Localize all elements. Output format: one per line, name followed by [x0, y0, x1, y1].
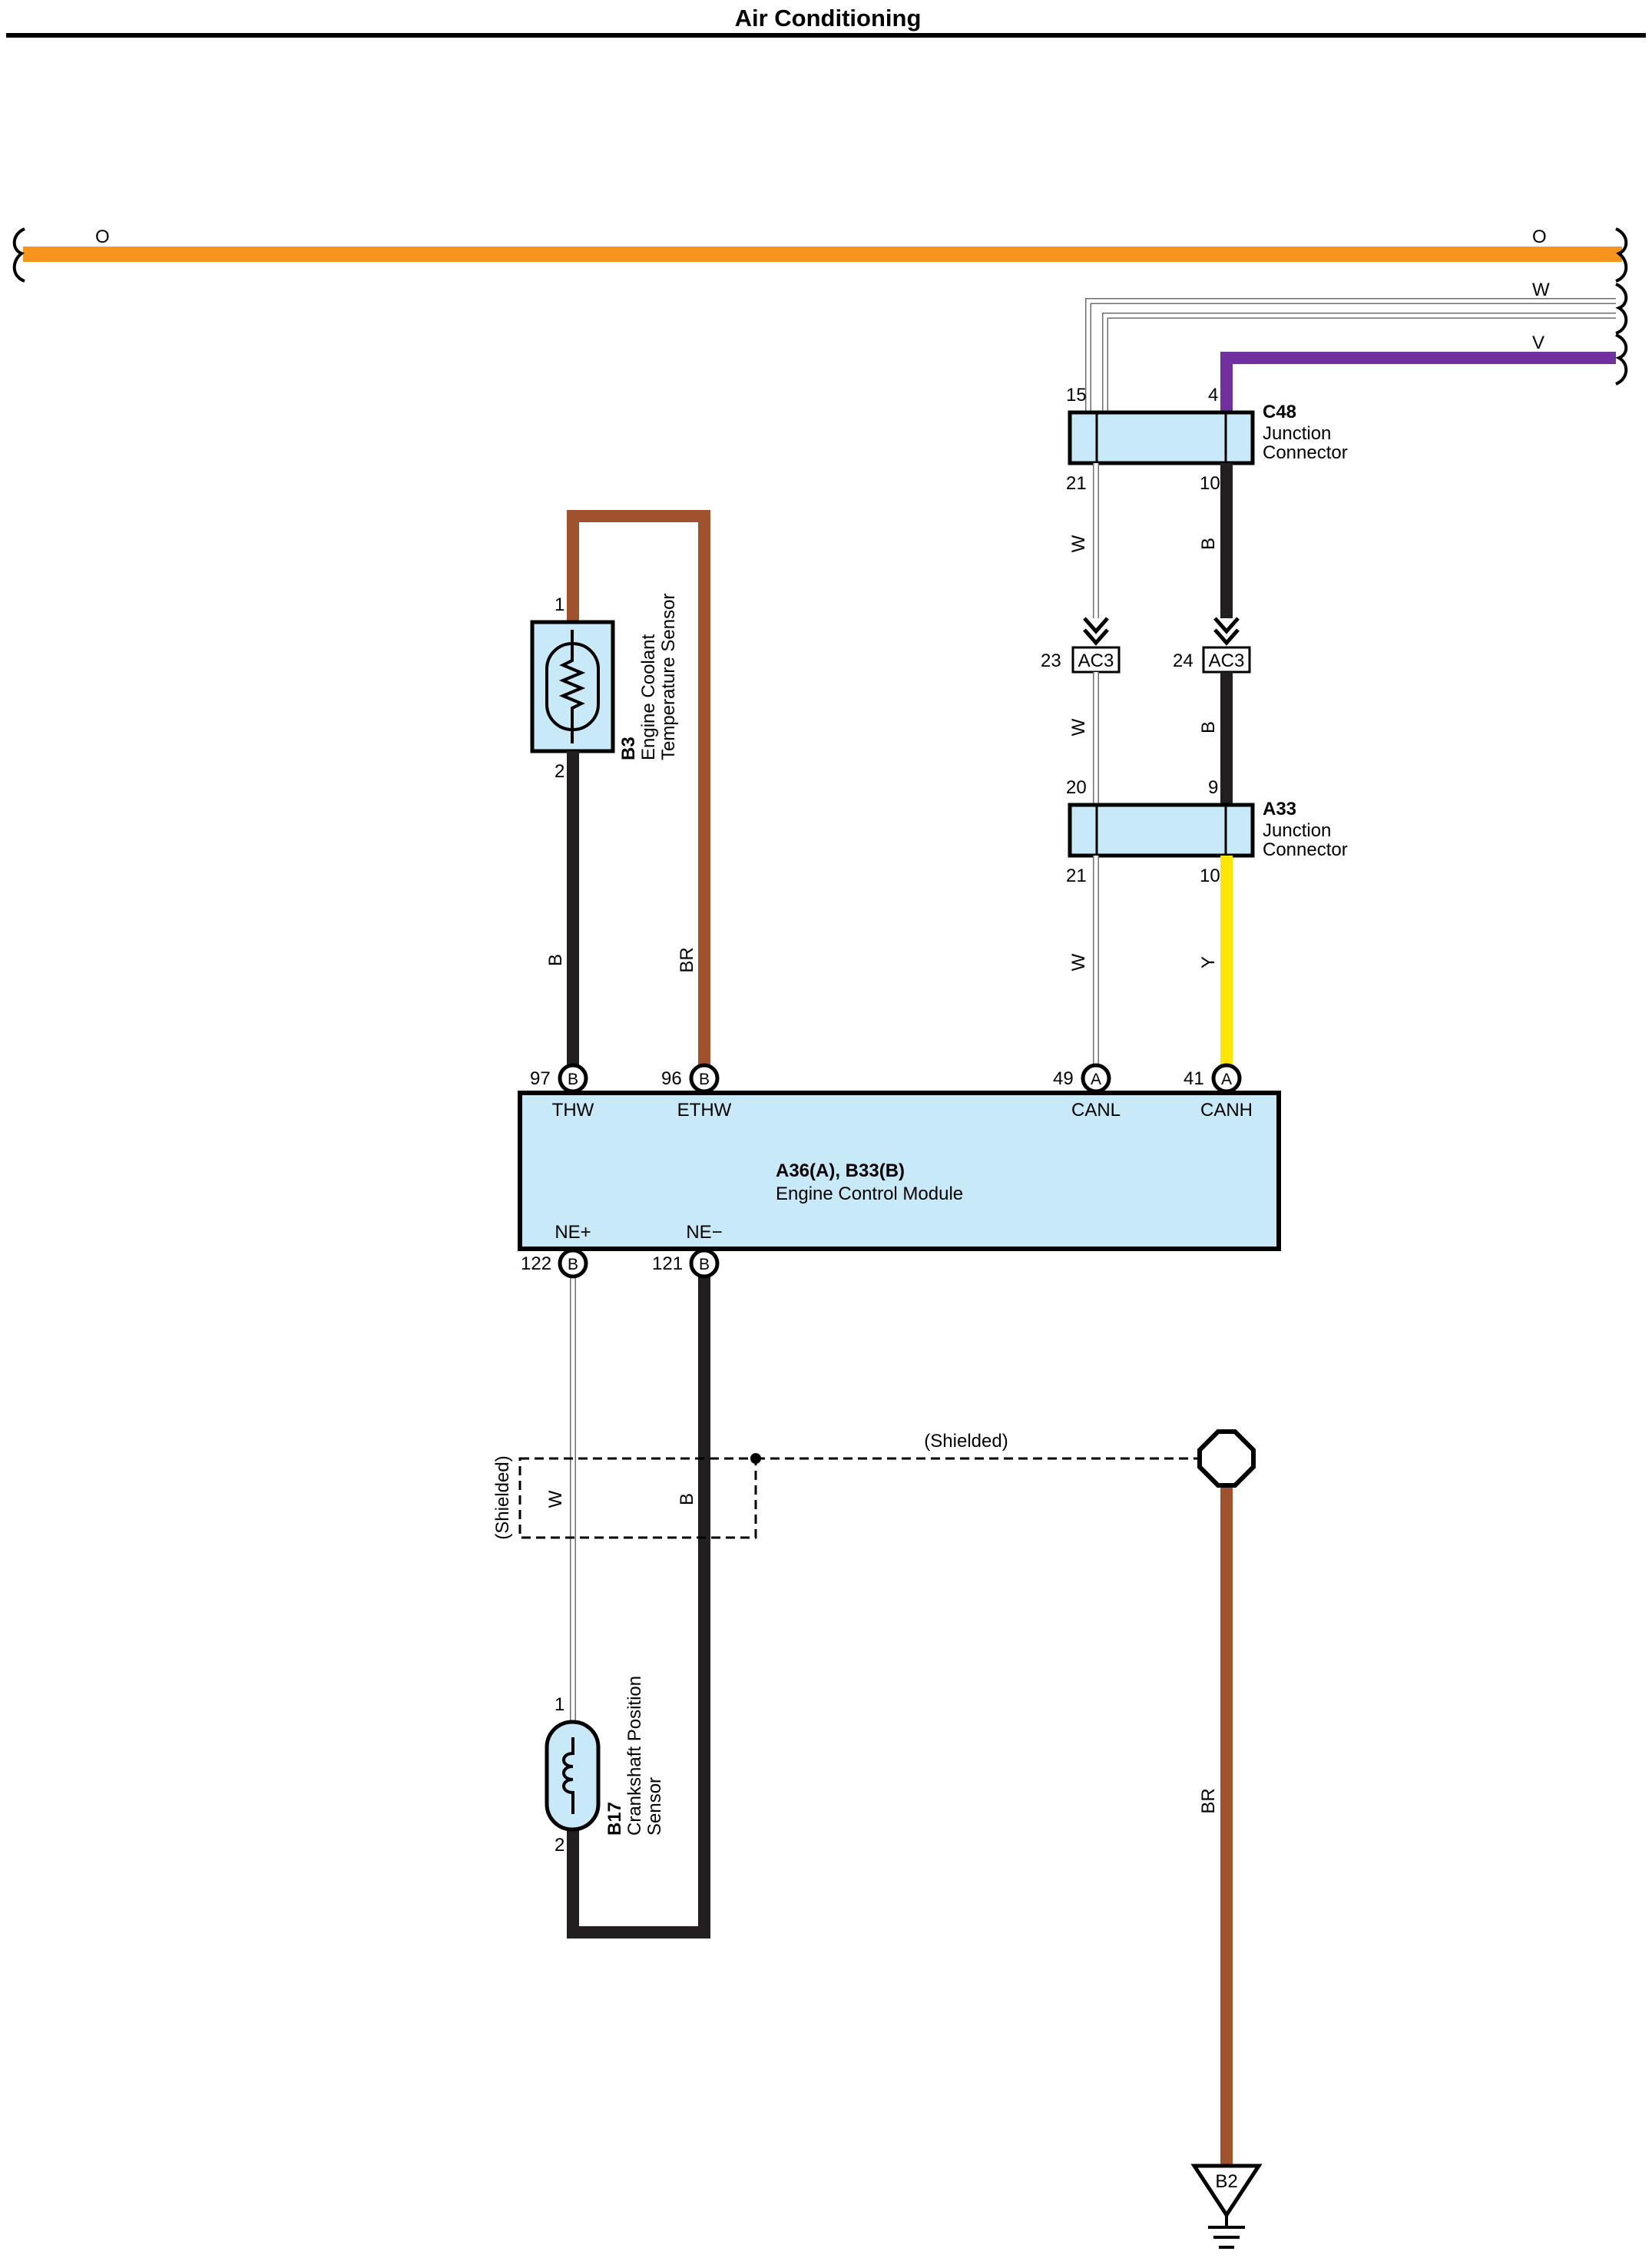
b3-label-line1: Engine Coolant: [638, 634, 659, 760]
ecm-signal-ne-minus: NE−: [686, 1222, 722, 1243]
ground-splice-octagon-icon: [1197, 1429, 1256, 1488]
ecm-pin-num-121: 121: [652, 1253, 683, 1274]
ecm-pin-96: B: [689, 1063, 720, 1094]
ecm-pin-num-97: 97: [530, 1068, 551, 1089]
svg-text:B: B: [699, 1256, 710, 1273]
b3-label-line2: Temperature Sensor: [658, 594, 679, 760]
wire-break-left-icon: [12, 227, 25, 283]
c48-pin-10: 10: [1200, 473, 1220, 494]
coil-icon: [562, 1737, 574, 1814]
ecm-pin-num-122: 122: [521, 1253, 551, 1274]
wire-label-b-ac3: B: [1198, 721, 1219, 733]
wire-label-w-shield: W: [545, 1490, 566, 1508]
wire-label-w-a33: W: [1068, 953, 1089, 971]
violet-wire-label: V: [1532, 333, 1544, 353]
wire-label-b-b3: B: [545, 954, 566, 966]
b3-pin-2: 2: [555, 761, 564, 782]
resistor-icon: [558, 630, 586, 743]
wire-break-white-icon: [1615, 283, 1628, 335]
ground-point-triangle: [1190, 2164, 1263, 2219]
a33-pin-10: 10: [1200, 866, 1220, 886]
ecm-pin-122: B: [558, 1248, 588, 1279]
wire-label-b-shield: B: [677, 1493, 697, 1505]
ecm-signal-ne-plus: NE+: [555, 1222, 591, 1243]
a33-connector-body: [1068, 803, 1255, 858]
ecm-pin-49: A: [1081, 1063, 1111, 1094]
shield-label-side: (Shielded): [492, 1455, 513, 1539]
orange-wire-label-right: O: [1532, 227, 1547, 247]
wire-break-violet-icon: [1615, 333, 1628, 386]
a33-label-line1: Junction: [1263, 820, 1331, 841]
wire-label-b-c48: B: [1198, 538, 1219, 550]
shield-label-top: (Shielded): [924, 1431, 1008, 1452]
c48-code: C48: [1263, 402, 1296, 422]
b17-label-group: B17 Crankshaft Position Sensor: [604, 1676, 665, 1836]
white-can-wires: [1085, 298, 1616, 415]
white-wire-label: W: [1532, 280, 1550, 300]
b17-label-line2: Sensor: [644, 1777, 665, 1836]
b17-sensor-body: [545, 1720, 601, 1832]
ecm-name: Engine Control Module: [776, 1184, 963, 1204]
ecm-pin-121: B: [689, 1248, 720, 1279]
orange-wire-label-left: O: [95, 227, 110, 247]
ecm-pin-num-41: 41: [1184, 1068, 1204, 1089]
b17-pin-1: 1: [555, 1694, 564, 1715]
ac3-left-chevron-icon: [1083, 617, 1109, 646]
ecm-pin-num-96: 96: [661, 1068, 682, 1089]
ecm-signal-thw: THW: [552, 1100, 594, 1121]
ac3-right-chevron-icon: [1213, 617, 1240, 646]
a33-pin-21: 21: [1066, 866, 1087, 886]
c48-pin-4: 4: [1208, 385, 1218, 406]
wire-label-br-ground: BR: [1198, 1788, 1219, 1813]
b3-label-group: B3 Engine Coolant Temperature Sensor: [618, 594, 679, 760]
violet-wire: [1220, 352, 1616, 415]
b17-label-line1: Crankshaft Position: [624, 1676, 645, 1836]
ecm-signal-canh: CANH: [1200, 1100, 1253, 1121]
wire-label-y-a33: Y: [1198, 956, 1219, 968]
black-wire-b17-ecm: [567, 1275, 710, 1939]
svg-text:B: B: [568, 1071, 578, 1088]
ecm-pin-97: B: [558, 1063, 588, 1094]
shield-junction-dot: [750, 1453, 761, 1464]
ecm-pin-num-49: 49: [1053, 1068, 1074, 1089]
c48-label-line1: Junction: [1263, 423, 1331, 444]
c48-connector-body: [1068, 410, 1255, 465]
brown-wire-b3-ecm: [567, 510, 710, 1065]
svg-text:B: B: [699, 1071, 710, 1088]
ecm-code: A36(A), B33(B): [776, 1160, 905, 1181]
ac3-pin-24: 24: [1173, 651, 1193, 671]
wire-break-right-icon: [1615, 227, 1628, 283]
a33-pin-9: 9: [1208, 777, 1218, 798]
ecm-signal-canl: CANL: [1071, 1100, 1121, 1121]
ac3-left-label: AC3: [1078, 651, 1114, 671]
header-rule: [6, 33, 1646, 38]
a33-code: A33: [1263, 799, 1296, 819]
ecm-pin-41: A: [1211, 1063, 1242, 1094]
a33-label-line2: Connector: [1263, 839, 1348, 860]
svg-text:B: B: [568, 1256, 578, 1273]
ecm-signal-ethw: ETHW: [677, 1100, 732, 1121]
b17-code: B17: [604, 1802, 625, 1836]
b3-pin-1: 1: [555, 594, 564, 615]
ac3-right-box: [1202, 646, 1251, 674]
c48-pin-21: 21: [1066, 473, 1087, 494]
ground-point-label: B2: [1215, 2171, 1237, 2192]
ac3-right-label: AC3: [1209, 651, 1245, 671]
shield-box: [518, 1457, 757, 1539]
svg-text:A: A: [1091, 1071, 1101, 1088]
c48-label-line2: Connector: [1263, 442, 1348, 463]
wire-label-w-c48: W: [1068, 535, 1089, 552]
wire-label-w-ac3: W: [1068, 718, 1089, 736]
page-title: Air Conditioning: [735, 5, 922, 31]
b17-pin-2: 2: [555, 1835, 564, 1856]
a33-pin-20: 20: [1066, 777, 1087, 798]
ac3-pin-23: 23: [1041, 651, 1061, 671]
ecm-body: [518, 1091, 1281, 1251]
ground-symbol-icon: [1208, 2215, 1245, 2249]
wire-label-br-b3: BR: [677, 947, 697, 972]
c48-pin-15: 15: [1066, 385, 1087, 406]
b3-code: B3: [618, 737, 639, 760]
svg-text:A: A: [1221, 1071, 1232, 1088]
